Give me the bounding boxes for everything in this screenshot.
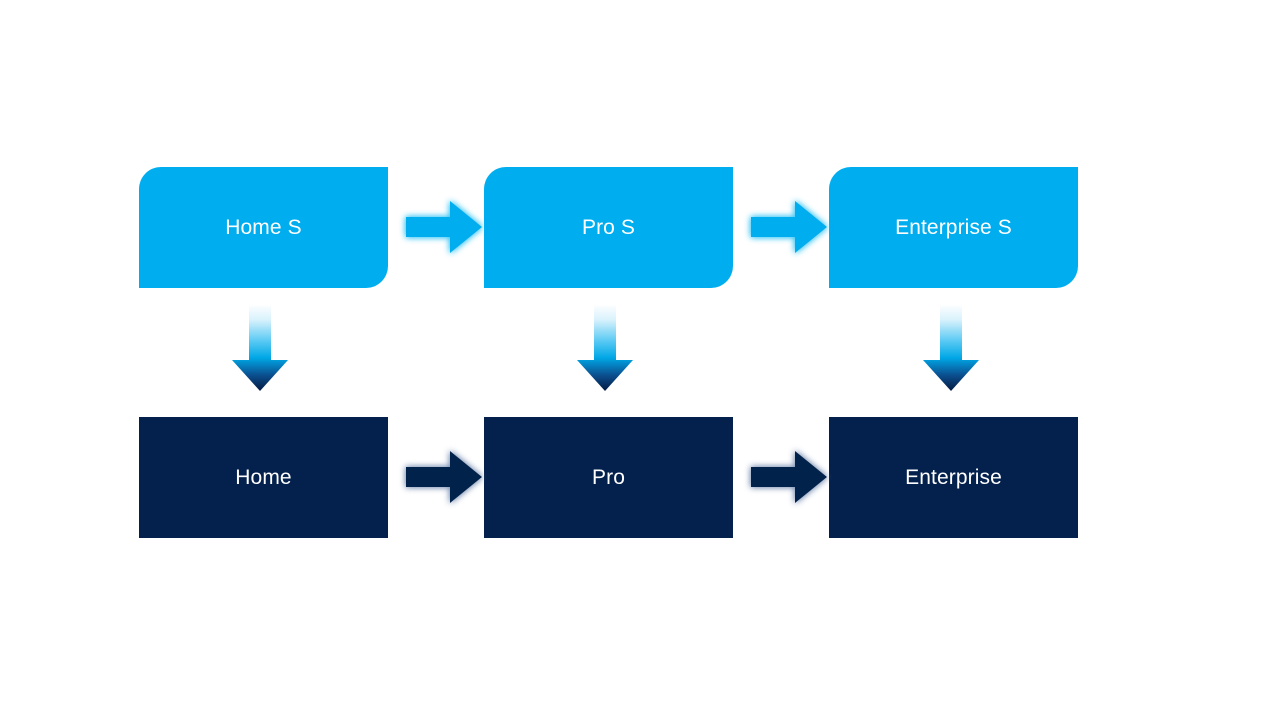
- arrow-down-icon: [577, 304, 633, 391]
- connector-pro-to-enterprise: [743, 443, 835, 511]
- connector-pro-s-to-pro: [567, 302, 643, 394]
- node-home-s[interactable]: Home S: [139, 167, 388, 288]
- node-label: Pro: [592, 465, 625, 489]
- arrow-down-icon: [923, 304, 979, 391]
- node-pro-s[interactable]: Pro S: [484, 167, 733, 288]
- arrow-right-icon: [406, 201, 482, 253]
- node-label: Home S: [225, 215, 302, 239]
- node-label: Enterprise: [905, 465, 1002, 489]
- node-home[interactable]: Home: [139, 417, 388, 538]
- connector-pro-s-to-enterprise-s: [743, 193, 835, 261]
- connector-enterprise-s-to-enterprise: [913, 302, 989, 394]
- node-label: Pro S: [581, 215, 636, 239]
- node-pro[interactable]: Pro: [484, 417, 733, 538]
- node-enterprise-s[interactable]: Enterprise S: [829, 167, 1078, 288]
- arrow-right-icon: [406, 451, 482, 503]
- node-label: Enterprise S: [895, 215, 1012, 239]
- connector-home-s-to-home: [222, 302, 298, 394]
- arrow-right-icon: [751, 451, 827, 503]
- connector-home-to-pro: [398, 443, 490, 511]
- arrow-right-icon: [751, 201, 827, 253]
- arrow-down-icon: [232, 304, 288, 391]
- node-label: Home: [235, 465, 292, 489]
- node-enterprise[interactable]: Enterprise: [829, 417, 1078, 538]
- connector-home-s-to-pro-s: [398, 193, 490, 261]
